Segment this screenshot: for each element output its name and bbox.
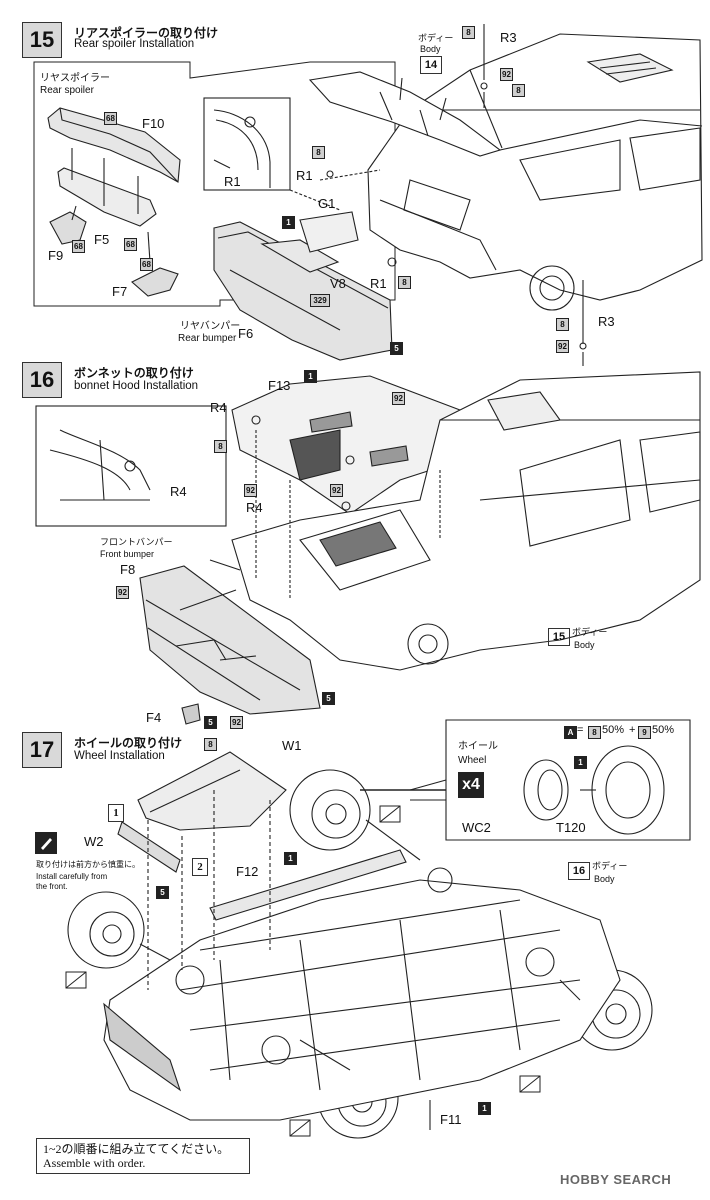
part-label: W1	[282, 738, 302, 753]
color-chip: 8	[462, 26, 475, 39]
color-chip: 1	[478, 1102, 491, 1115]
color-chip: 92	[556, 340, 569, 353]
assembly-order-jp: 1~2の順番に組み立ててください。	[43, 1142, 230, 1156]
color-chip: 5	[322, 692, 335, 705]
body-step-ref: 15	[548, 628, 570, 646]
watermark: HOBBY SEARCH	[560, 1172, 672, 1187]
part-label: W2	[84, 834, 104, 849]
color-chip: 92	[392, 392, 405, 405]
step-title-jp: リアスポイラーの取り付け	[74, 26, 219, 40]
color-chip: 1	[304, 370, 317, 383]
body-label-jp: ボディー	[572, 628, 608, 638]
step-title-en: Rear spoiler Installation	[74, 38, 195, 50]
quantity-badge: x4	[458, 772, 484, 798]
color-chip: 1	[282, 216, 295, 229]
part-label: R1	[370, 276, 387, 291]
part-label: R3	[598, 314, 615, 329]
color-chip: 92	[116, 586, 129, 599]
step-number: 15	[22, 22, 62, 58]
rear-spoiler-label-en: Rear spoiler	[40, 85, 94, 96]
step-title-en: bonnet Hood Installation	[74, 380, 199, 392]
color-chip: 8	[214, 440, 227, 453]
rear-bumper-label-en: Rear bumper	[178, 333, 237, 344]
part-label: F11	[440, 1112, 462, 1127]
part-label: F7	[112, 284, 128, 299]
color-chip: 1	[284, 852, 297, 865]
part-label: F6	[238, 326, 254, 341]
order-marker-2: 2	[192, 858, 208, 876]
color-chip: 5	[156, 886, 169, 899]
wheel-label-en: Wheel	[458, 755, 487, 766]
note-jp: 取り付けは前方から慎重に。	[36, 860, 140, 869]
part-label: F12	[236, 864, 259, 879]
color-chip: 68	[140, 258, 153, 271]
color-chip: 8	[204, 738, 217, 751]
color-chip: 5	[204, 716, 217, 729]
color-chip: 5	[390, 342, 403, 355]
step-title-en: Wheel Installation	[74, 750, 165, 762]
color-chip: 8	[512, 84, 525, 97]
part-label: R1	[224, 174, 241, 189]
body-label-jp: ボディー	[418, 34, 454, 44]
mix-percent-2: 50%	[652, 724, 675, 736]
mix-label: A	[564, 726, 577, 739]
color-chip: 329	[310, 294, 330, 307]
color-chip: 9	[638, 726, 651, 739]
part-label: R1	[296, 168, 313, 183]
body-step-ref: 14	[420, 56, 442, 74]
step-title-jp: ボンネットの取り付け	[74, 366, 194, 380]
body-label-en: Body	[574, 640, 595, 650]
rear-bumper-label-jp: リヤバンパー	[180, 321, 241, 332]
order-marker-1: 1	[108, 804, 124, 822]
body-label-en: Body	[420, 44, 441, 54]
wheel-label-jp: ホイール	[458, 741, 498, 752]
part-label: V8	[330, 276, 346, 291]
part-label: G1	[318, 196, 336, 211]
mix-percent-1: 50%	[602, 724, 625, 736]
part-label: R3	[500, 30, 517, 45]
assembly-order-note: 1~2の順番に組み立ててください。 Assemble with order.	[36, 1138, 250, 1174]
note-en-2: the front.	[36, 882, 68, 891]
part-label: T120	[556, 820, 586, 835]
front-bumper-label-en: Front bumper	[100, 549, 155, 559]
body-step-ref: 16	[568, 862, 590, 880]
part-label: F13	[268, 378, 291, 393]
color-chip: 68	[124, 238, 137, 251]
color-chip: 68	[104, 112, 117, 125]
body-label-jp: ボディー	[592, 862, 628, 872]
color-chip: 92	[244, 484, 257, 497]
color-chip: 8	[556, 318, 569, 331]
part-label: F5	[94, 232, 110, 247]
note-en-1: Install carefully from	[36, 872, 108, 881]
part-label: F10	[142, 116, 165, 131]
part-label: F4	[146, 710, 162, 725]
color-chip: 8	[588, 726, 601, 739]
part-label: R4	[210, 400, 227, 415]
step-number: 16	[22, 362, 62, 398]
color-chip: 92	[500, 68, 513, 81]
assembly-order-en: Assemble with order.	[43, 1156, 146, 1170]
step-number: 17	[22, 732, 62, 768]
color-chip: 92	[230, 716, 243, 729]
mix-plus: +	[629, 724, 636, 736]
part-label: R4	[246, 500, 263, 515]
part-label: R4	[170, 484, 187, 499]
rear-spoiler-label-jp: リヤスポイラー	[40, 73, 110, 84]
step-title-jp: ホイールの取り付け	[74, 736, 183, 750]
color-chip: 68	[72, 240, 85, 253]
color-chip: 1	[574, 756, 587, 769]
part-label: WC2	[462, 820, 491, 835]
color-chip: 92	[330, 484, 343, 497]
front-bumper-label-jp: フロントバンパー	[100, 538, 173, 548]
caution-icon	[35, 832, 57, 854]
color-chip: 8	[312, 146, 325, 159]
part-label: F8	[120, 562, 136, 577]
part-label: F9	[48, 248, 64, 263]
color-chip: 8	[398, 276, 411, 289]
body-label-en: Body	[594, 874, 615, 884]
